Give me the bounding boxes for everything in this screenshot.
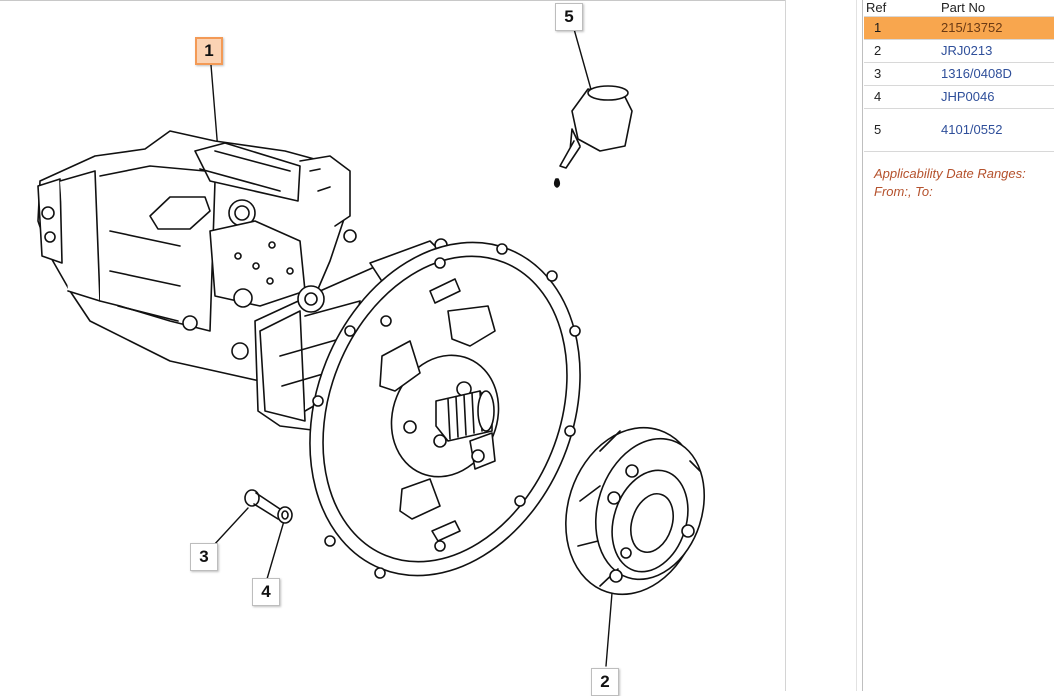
ref-column-header[interactable]: Ref (866, 0, 887, 15)
leader-lines (210, 28, 613, 667)
applicability-title: Applicability Date Ranges: (874, 166, 1026, 181)
callout-3[interactable]: 3 (190, 543, 218, 571)
row-ref: 5 (874, 122, 882, 137)
part-number-link[interactable]: 215/13752 (941, 20, 1003, 35)
callout-4[interactable]: 4 (252, 578, 280, 606)
pane-splitter[interactable] (785, 0, 863, 691)
applicability-range: From:, To: (874, 184, 933, 199)
parts-row-5[interactable]: 5 4101/0552 (864, 109, 1054, 152)
parts-list-pane: Ref Part No 1 215/13752 2 JRJ0213 3 1316… (864, 0, 1054, 691)
parts-row-4[interactable]: 4 JHP0046 (864, 86, 1054, 109)
row-ref: 4 (874, 89, 882, 104)
mounting-flange (309, 241, 581, 579)
splitter-divider (856, 0, 857, 691)
row-ref: 3 (874, 66, 882, 81)
parts-row-2[interactable]: 2 JRJ0213 (864, 40, 1054, 63)
hydraulic-pump-drawing (37, 28, 706, 667)
flexible-coupling (565, 426, 706, 596)
parts-row-1[interactable]: 1 215/13752 (864, 17, 1054, 40)
bolt-and-washer (244, 489, 293, 524)
row-ref: 1 (874, 20, 882, 35)
part-number-link[interactable]: JHP0046 (941, 89, 995, 104)
row-ref: 2 (874, 43, 882, 58)
part-number-link[interactable]: 4101/0552 (941, 122, 1003, 137)
applicability-section: Applicability Date Ranges: From:, To: (864, 165, 1054, 201)
parts-table-header: Ref Part No (864, 0, 1054, 17)
parts-row-3[interactable]: 3 1316/0408D (864, 63, 1054, 86)
part-number-link[interactable]: 1316/0408D (941, 66, 1012, 81)
callout-1[interactable]: 1 (195, 37, 223, 65)
callout-5[interactable]: 5 (555, 3, 583, 31)
threadlock-bottle (553, 85, 633, 188)
part-number-link[interactable]: JRJ0213 (941, 43, 993, 58)
part-no-column-header[interactable]: Part No (941, 0, 986, 15)
callout-2[interactable]: 2 (591, 668, 619, 696)
exploded-diagram-pane[interactable]: 1 2 3 4 5 (0, 0, 785, 696)
